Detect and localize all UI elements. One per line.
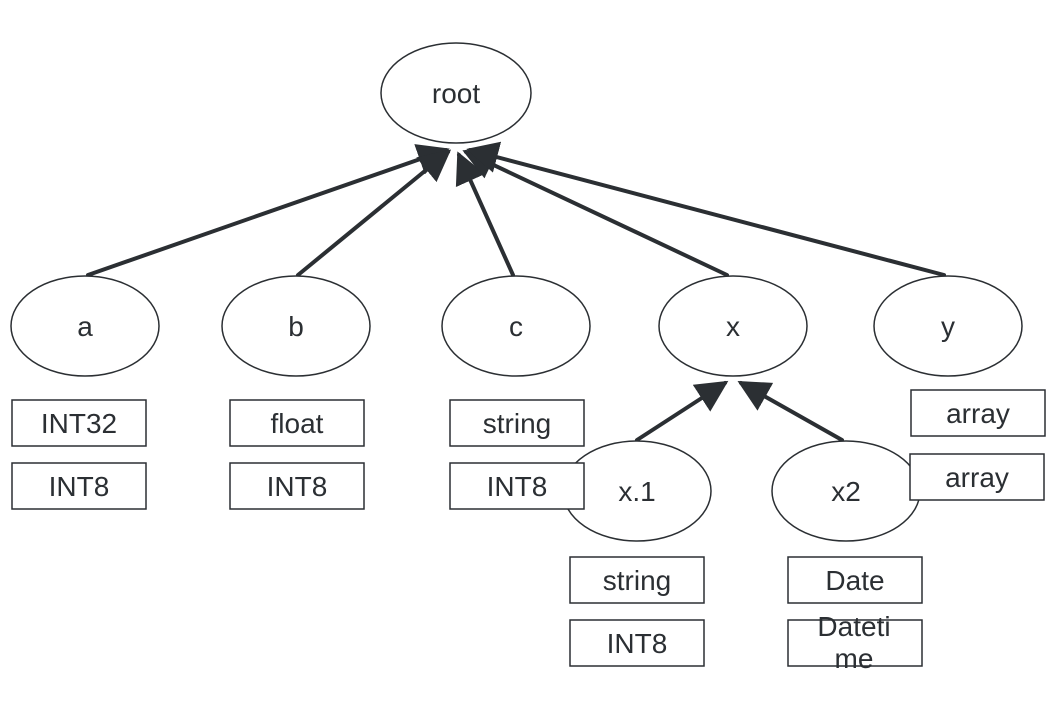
type-box-x2-2: Dateti me	[787, 611, 923, 674]
type-label-x2-2b: me	[835, 643, 874, 674]
type-label-a-1: INT32	[41, 408, 117, 439]
node-c-label: c	[509, 311, 523, 342]
type-label-y-2: array	[945, 462, 1009, 493]
edge-c-root	[455, 151, 515, 277]
node-x2-label: x2	[831, 476, 861, 507]
edge-x2-x	[737, 381, 844, 442]
type-box-y-1: array	[910, 389, 1046, 437]
edge-y-root	[466, 141, 946, 277]
node-x1-label: x.1	[618, 476, 655, 507]
type-box-x1-1: string	[569, 556, 705, 604]
type-box-b-2: INT8	[229, 462, 365, 510]
edge-a-root	[86, 144, 450, 277]
type-box-y-2: array	[909, 453, 1045, 501]
node-root-label: root	[432, 78, 480, 109]
type-box-c-1: string	[449, 399, 585, 447]
type-label-b-2: INT8	[267, 471, 328, 502]
node-y-label: y	[941, 311, 955, 342]
type-label-x2-1: Date	[825, 565, 884, 596]
type-label-b-1: float	[271, 408, 324, 439]
type-box-b-1: float	[229, 399, 365, 447]
type-label-a-2: INT8	[49, 471, 110, 502]
type-label-c-2: INT8	[487, 471, 548, 502]
type-box-x2-1: Date	[787, 556, 923, 604]
node-b: b	[221, 275, 371, 377]
node-x2: x2	[771, 440, 921, 542]
type-box-x1-2: INT8	[569, 619, 705, 667]
node-a: a	[10, 275, 160, 377]
edge-x1-x	[635, 380, 729, 442]
node-x1: x.1	[562, 440, 712, 542]
type-label-c-1: string	[483, 408, 551, 439]
node-root: root	[380, 42, 532, 144]
edge-b-root	[296, 149, 452, 277]
edge-x-root	[462, 149, 729, 277]
type-label-x2-2a: Dateti	[817, 611, 890, 642]
type-box-c-2: INT8	[449, 462, 585, 510]
type-label-y-1: array	[946, 398, 1010, 429]
node-x-label: x	[726, 311, 740, 342]
type-label-x1-2: INT8	[607, 628, 668, 659]
node-a-label: a	[77, 311, 93, 342]
type-box-a-1: INT32	[11, 399, 147, 447]
node-b-label: b	[288, 311, 304, 342]
node-c: c	[441, 275, 591, 377]
node-x: x	[658, 275, 808, 377]
type-box-a-2: INT8	[11, 462, 147, 510]
node-y: y	[873, 275, 1023, 377]
type-label-x1-1: string	[603, 565, 671, 596]
